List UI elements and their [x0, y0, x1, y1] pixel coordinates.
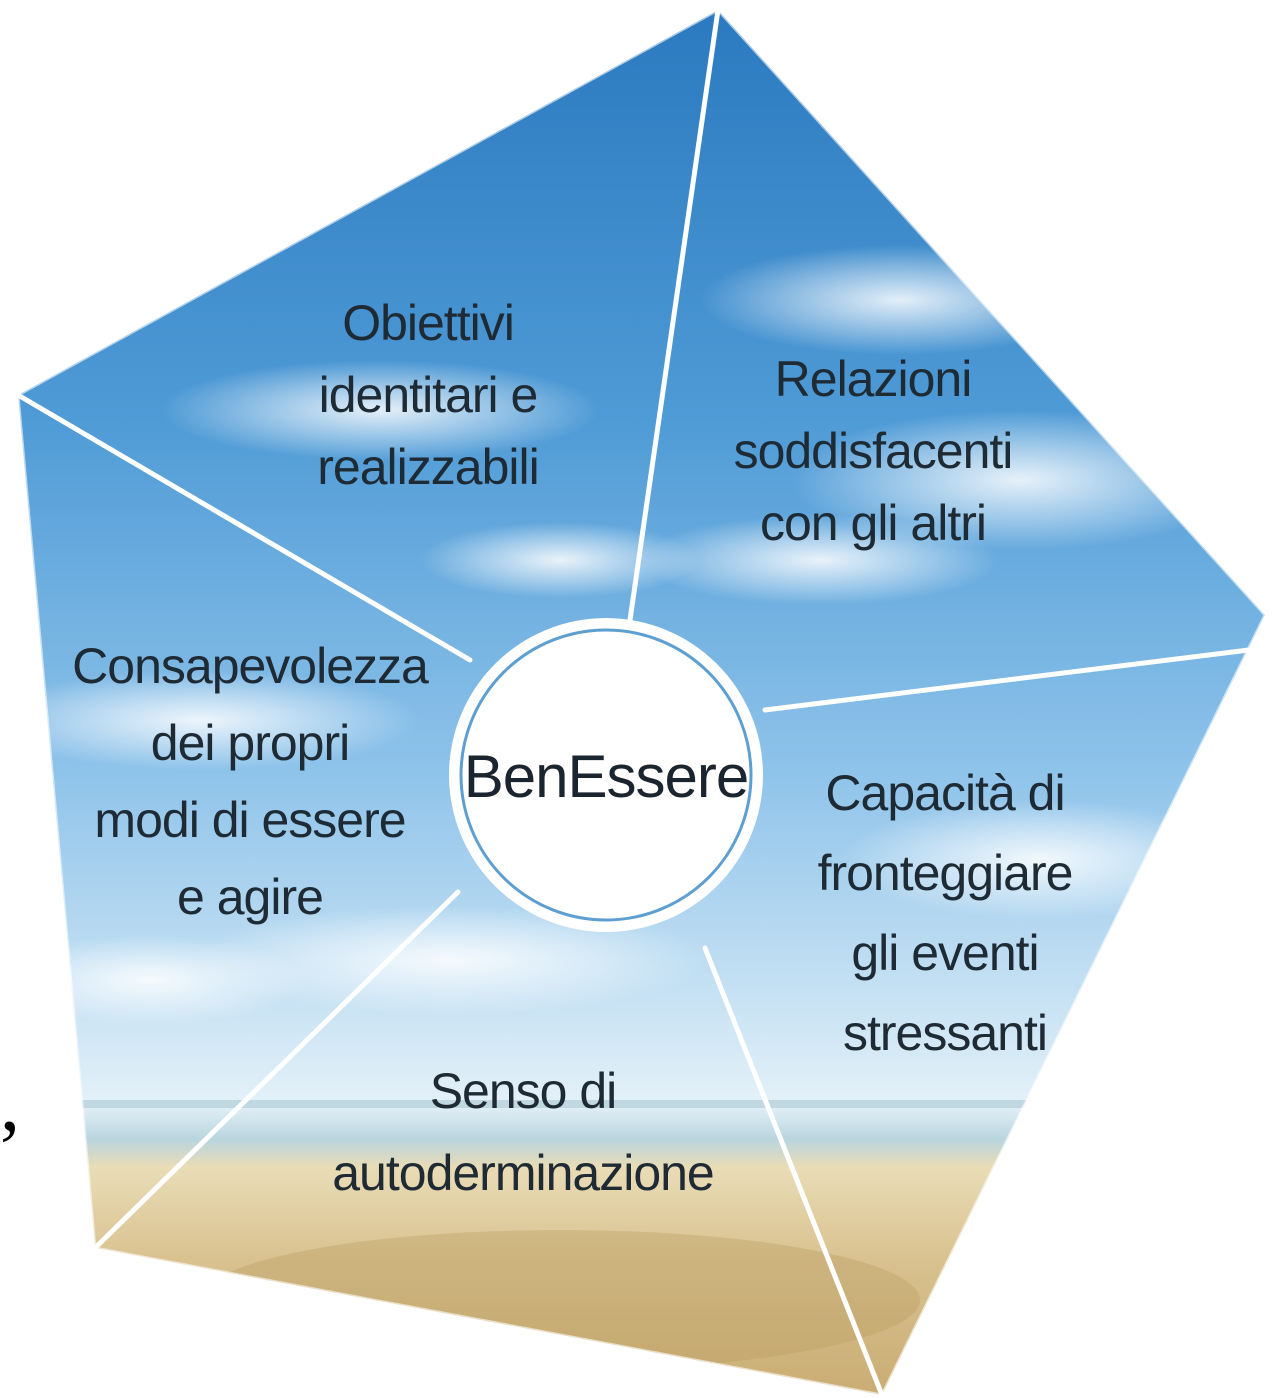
segment-obiettivi: Obiettivi identitari e realizzabili — [317, 295, 539, 495]
segment-consapevolezza: Consapevolezza dei propri modi di essere… — [72, 638, 430, 925]
segment-obiettivi-line-1: Obiettivi — [342, 295, 514, 351]
segment-relazioni: Relazioni soddisfacenti con gli altri — [734, 351, 1014, 551]
center-ring — [459, 628, 753, 922]
center-hub: BenEssere — [449, 618, 763, 932]
segment-relazioni-line-3: con gli altri — [760, 495, 986, 551]
segment-consapevolezza-line-4: e agire — [177, 869, 323, 925]
segment-capacita: Capacità di fronteggiare gli eventi stre… — [818, 765, 1074, 1061]
pentagon-outline — [16, 8, 1267, 1397]
divider-line-left — [15, 392, 473, 663]
segment-capacita-line-1: Capacità di — [825, 765, 1064, 821]
divider-line-right — [762, 645, 1268, 713]
segment-capacita-line-3: gli eventi — [851, 925, 1038, 981]
segment-senso-line-2: autoderminazione — [332, 1145, 714, 1201]
segment-relazioni-line-1: Relazioni — [775, 351, 972, 407]
divider-line-top — [627, 7, 721, 623]
segment-capacita-line-2: fronteggiare — [818, 845, 1073, 901]
segment-relazioni-line-2: soddisfacenti — [734, 423, 1013, 479]
segment-dividers — [15, 7, 1268, 1398]
segment-capacita-line-4: stressanti — [843, 1005, 1047, 1061]
segment-senso: Senso di autoderminazione — [332, 1063, 715, 1201]
center-circle — [449, 618, 763, 932]
segment-consapevolezza-line-3: modi di essere — [94, 792, 405, 848]
stray-comma-mark: , — [0, 1060, 20, 1148]
divider-line-bottom-right — [702, 945, 885, 1398]
segment-consapevolezza-line-2: dei propri — [151, 715, 349, 771]
segment-obiettivi-line-2: identitari e — [319, 367, 538, 423]
segment-obiettivi-line-3: realizzabili — [317, 439, 538, 495]
segment-consapevolezza-line-1: Consapevolezza — [72, 638, 429, 694]
center-label: BenEssere — [464, 743, 749, 810]
divider-line-bottom-left — [92, 889, 461, 1251]
segment-senso-line-1: Senso di — [430, 1063, 617, 1119]
